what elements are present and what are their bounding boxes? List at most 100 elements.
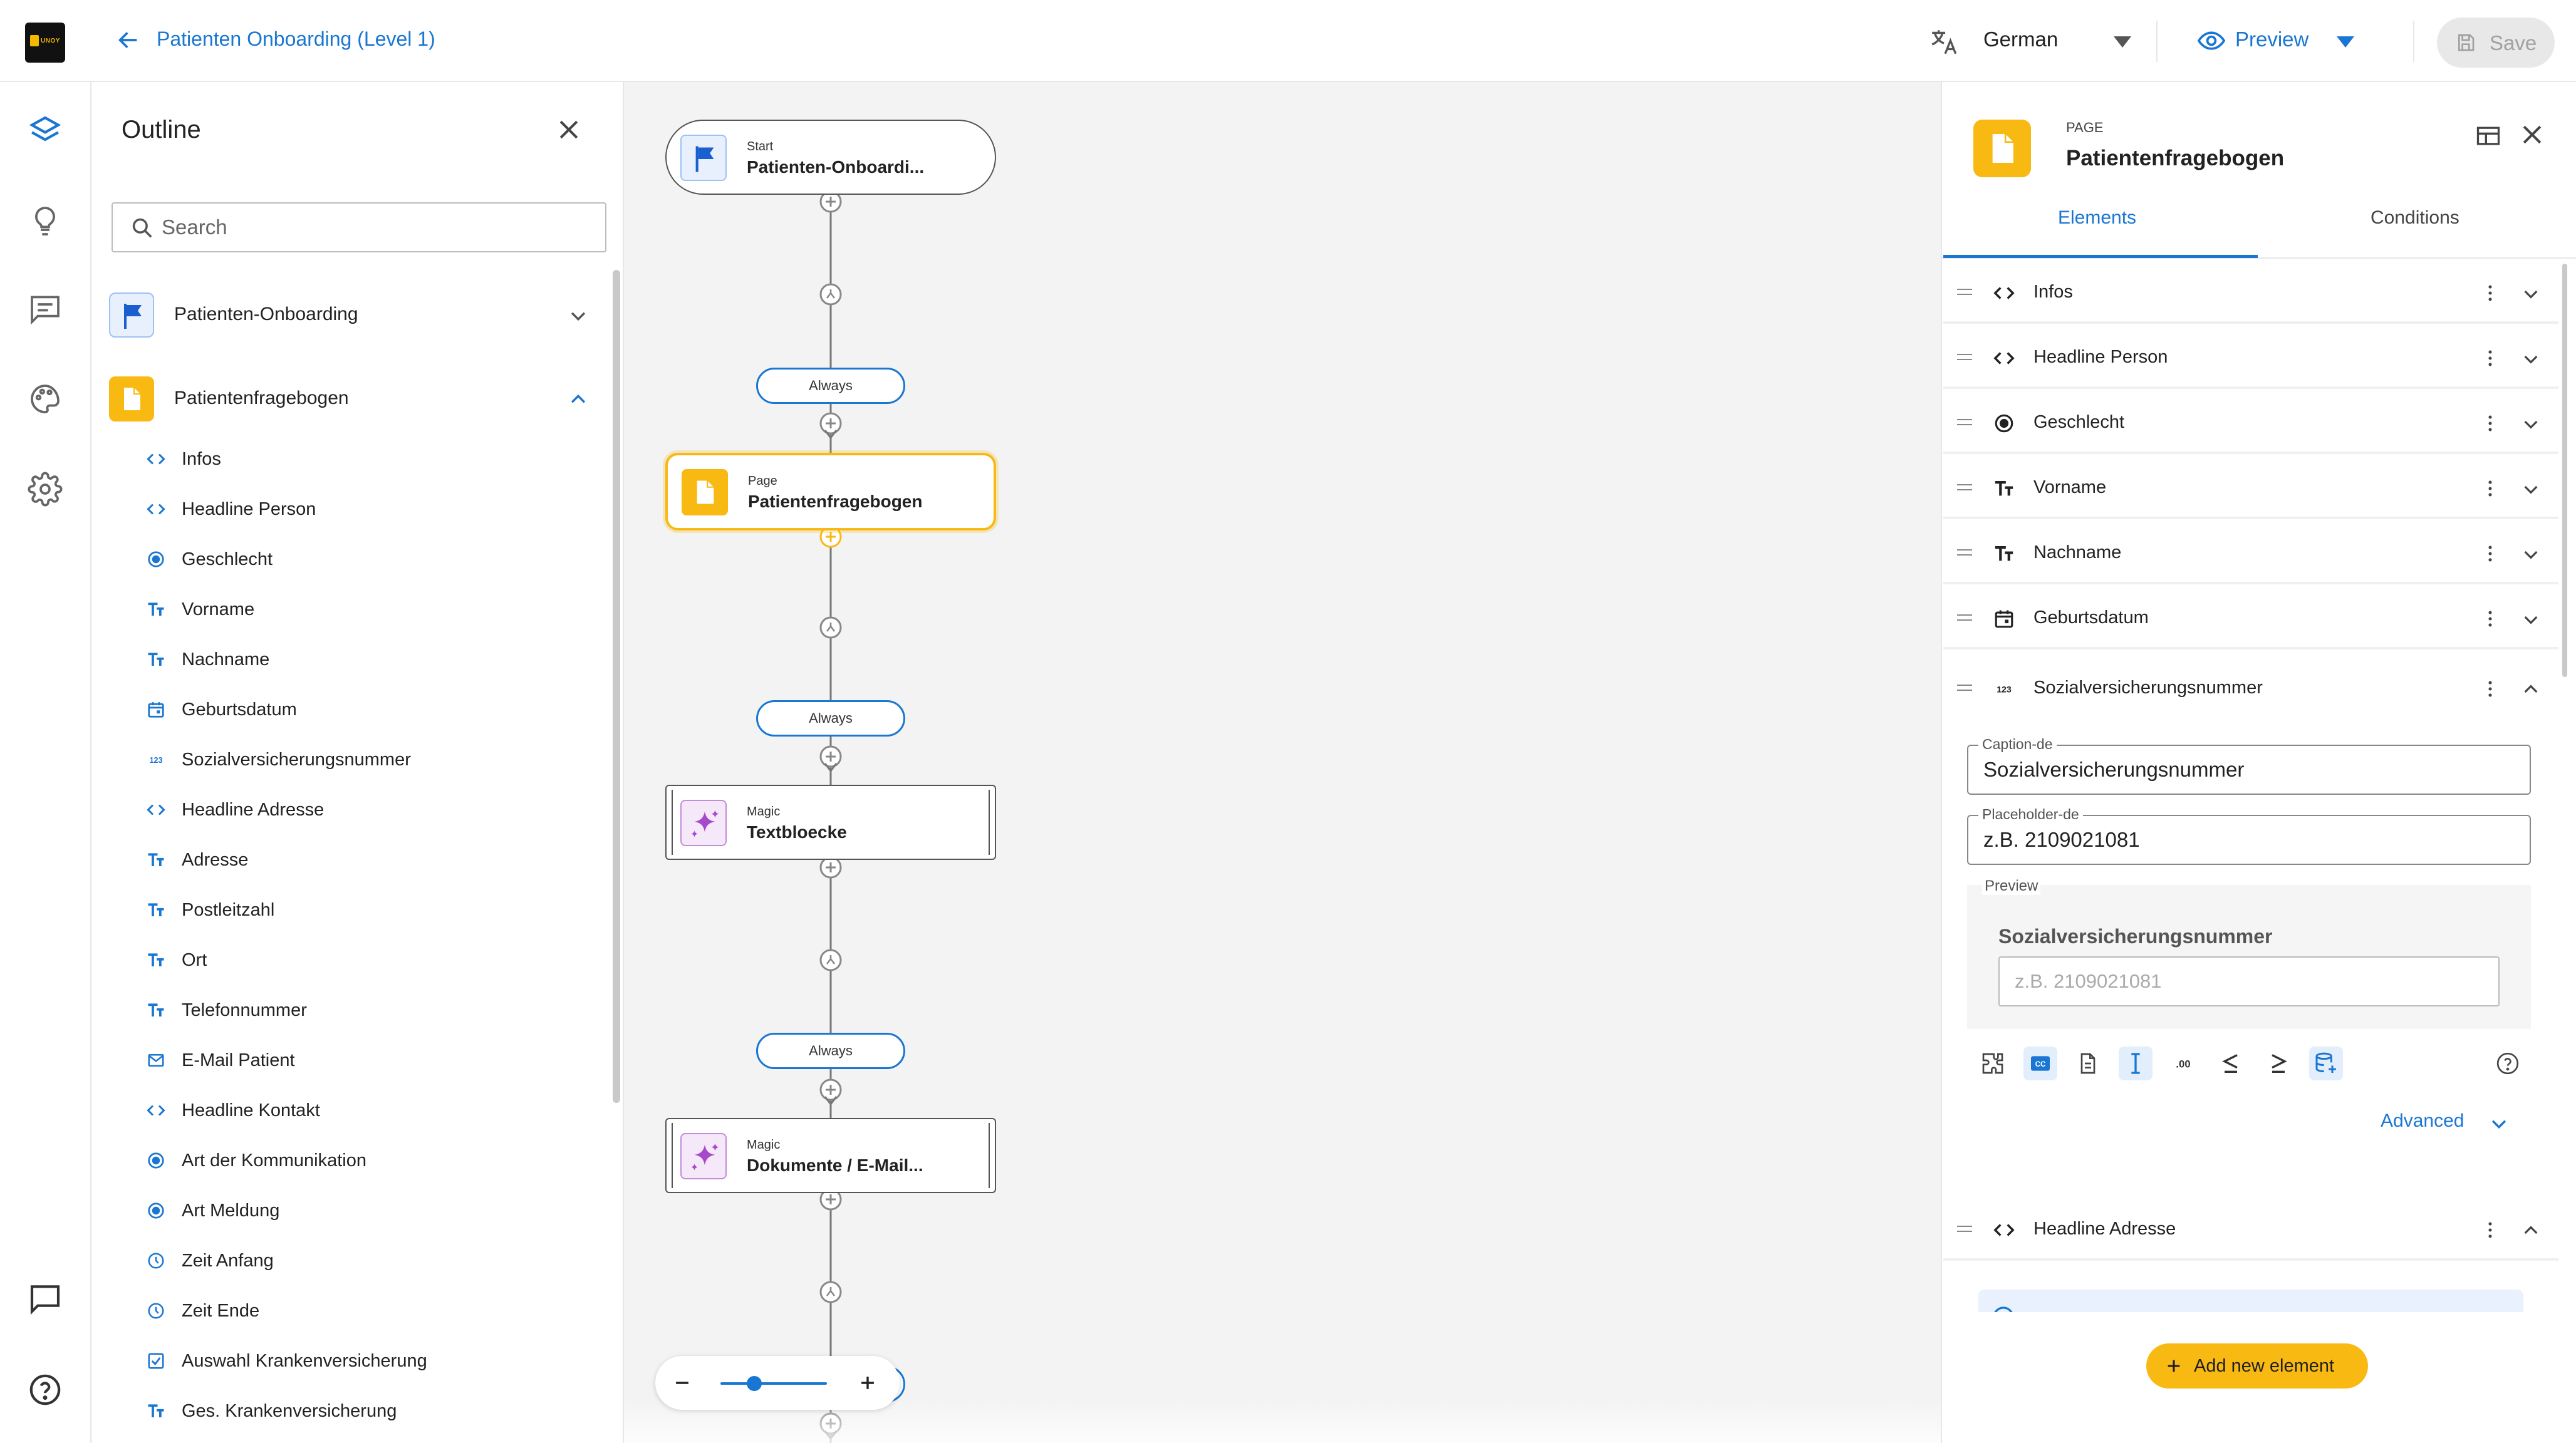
outline-item[interactable]: Auswahl Krankenversicherung <box>147 1337 585 1387</box>
zoom-slider-thumb[interactable] <box>747 1376 762 1391</box>
drag-handle-icon[interactable] <box>1957 1226 1972 1232</box>
more-vert-icon[interactable] <box>2480 608 2501 629</box>
more-vert-icon[interactable] <box>2480 282 2501 304</box>
outline-item[interactable]: Art Meldung <box>147 1186 585 1236</box>
more-vert-icon[interactable] <box>2480 678 2501 700</box>
chevron-up-icon[interactable] <box>2521 680 2541 700</box>
element-row[interactable]: Nachname <box>1943 523 2558 584</box>
branch-icon[interactable] <box>819 1281 842 1303</box>
language-select[interactable]: German <box>1983 28 2059 51</box>
app-logo[interactable]: UNOY <box>25 23 65 63</box>
outline-group-page[interactable]: Patientenfragebogen <box>109 368 604 430</box>
flow-canvas[interactable]: Start Patienten-Onboardi... Page Patient… <box>624 82 1941 1443</box>
close-icon[interactable] <box>2518 121 2546 148</box>
save-button[interactable]: Save <box>2437 18 2555 68</box>
preview-button[interactable]: Preview <box>2235 28 2309 51</box>
outline-item[interactable]: Nachname <box>147 635 585 685</box>
outline-item[interactable]: Vorname <box>147 585 585 635</box>
branch-icon[interactable] <box>819 283 842 306</box>
add-step-icon[interactable] <box>819 1078 842 1101</box>
drag-handle-icon[interactable] <box>1957 289 1972 295</box>
drag-handle-icon[interactable] <box>1957 419 1972 425</box>
decimals-icon[interactable]: .00 <box>2166 1047 2200 1080</box>
chevron-up-icon[interactable] <box>2521 1221 2541 1241</box>
chevron-down-icon[interactable] <box>2521 349 2541 369</box>
message-square-icon[interactable] <box>28 291 63 326</box>
chevron-down-icon[interactable] <box>2521 414 2541 434</box>
close-icon[interactable] <box>555 116 583 143</box>
search-field[interactable] <box>112 202 606 252</box>
outline-item[interactable]: Zeit Ende <box>147 1286 585 1337</box>
element-row[interactable]: Geschlecht <box>1943 393 2558 454</box>
inspector-scrollbar[interactable] <box>2562 264 2567 677</box>
more-vert-icon[interactable] <box>2480 1219 2501 1241</box>
drag-handle-icon[interactable] <box>1957 685 1972 691</box>
outline-item[interactable]: Infos <box>147 435 585 485</box>
project-title[interactable]: Patienten Onboarding (Level 1) <box>157 28 435 50</box>
element-row[interactable]: Headline Person <box>1943 328 2558 389</box>
condition-pill[interactable]: Always <box>756 368 905 404</box>
caption-field[interactable]: Caption-de <box>1967 736 2531 795</box>
caret-down-icon[interactable] <box>2114 36 2131 48</box>
eye-icon[interactable] <box>2198 30 2225 51</box>
drag-handle-icon[interactable] <box>1957 549 1972 556</box>
document-icon[interactable] <box>2071 1047 2105 1080</box>
outline-item[interactable]: Headline Adresse <box>147 785 585 835</box>
more-vert-icon[interactable] <box>2480 348 2501 369</box>
add-step-icon[interactable] <box>819 856 842 879</box>
more-vert-icon[interactable] <box>2480 413 2501 434</box>
flow-node-page[interactable]: Page Patientenfragebogen <box>665 453 996 530</box>
layout-toggle-icon[interactable] <box>2475 122 2502 150</box>
add-new-element-button[interactable]: Add new element <box>2146 1343 2368 1389</box>
puzzle-icon[interactable] <box>1976 1047 2010 1080</box>
outline-item[interactable]: Headline Person <box>147 485 585 535</box>
drag-handle-icon[interactable] <box>1957 614 1972 621</box>
outline-item[interactable]: Geschlecht <box>147 535 585 585</box>
outline-item[interactable]: Postleitzahl <box>147 886 585 936</box>
text-cursor-icon[interactable] <box>2119 1047 2153 1080</box>
help-icon[interactable] <box>2491 1047 2525 1080</box>
flow-node-magic[interactable]: Magic Dokumente / E-Mail... <box>665 1118 996 1193</box>
drag-handle-icon[interactable] <box>1957 484 1972 490</box>
zoom-out-icon[interactable] <box>672 1372 693 1394</box>
more-vert-icon[interactable] <box>2480 478 2501 499</box>
chevron-down-icon[interactable] <box>2521 544 2541 564</box>
chevron-down-icon[interactable] <box>2521 479 2541 499</box>
zoom-slider-track[interactable] <box>720 1382 827 1385</box>
settings-gear-icon[interactable] <box>28 472 63 507</box>
flow-node-magic[interactable]: Magic Textbloecke <box>665 785 996 860</box>
advanced-toggle[interactable]: Advanced <box>2381 1110 2464 1131</box>
drag-handle-icon[interactable] <box>1957 354 1972 360</box>
more-vert-icon[interactable] <box>2480 543 2501 564</box>
zoom-in-icon[interactable] <box>857 1372 878 1394</box>
outline-item[interactable]: Ges. Krankenversicherung <box>147 1387 585 1437</box>
chevron-down-icon[interactable] <box>568 305 589 326</box>
branch-icon[interactable] <box>819 616 842 639</box>
feedback-chat-icon[interactable] <box>28 1281 63 1316</box>
condition-pill[interactable]: Always <box>756 1033 905 1069</box>
branch-icon[interactable] <box>819 949 842 971</box>
tab-elements[interactable]: Elements <box>2058 207 2137 228</box>
chevron-down-icon[interactable] <box>2521 284 2541 304</box>
chevron-down-icon[interactable] <box>2521 609 2541 629</box>
palette-icon[interactable] <box>28 381 63 416</box>
placeholder-field[interactable]: Placeholder-de <box>1967 806 2531 865</box>
layers-icon[interactable] <box>28 113 63 148</box>
add-step-icon[interactable] <box>819 412 842 435</box>
outline-item[interactable]: E-Mail Patient <box>147 1036 585 1086</box>
element-row[interactable]: Infos <box>1943 262 2558 324</box>
back-arrow-icon[interactable] <box>116 28 141 53</box>
less-equal-icon[interactable] <box>2214 1047 2248 1080</box>
help-icon[interactable] <box>28 1372 63 1407</box>
flow-node-start[interactable]: Start Patienten-Onboardi... <box>665 120 996 195</box>
caption-input[interactable] <box>1982 757 2515 782</box>
lightbulb-icon[interactable] <box>28 204 63 239</box>
tab-conditions[interactable]: Conditions <box>2371 207 2459 228</box>
outline-item[interactable]: Adresse <box>147 835 585 886</box>
outline-scrollbar[interactable] <box>613 270 620 1103</box>
chevron-down-icon[interactable] <box>2488 1113 2510 1134</box>
closed-caption-icon[interactable]: CC <box>2023 1047 2057 1080</box>
search-input[interactable] <box>160 214 586 241</box>
